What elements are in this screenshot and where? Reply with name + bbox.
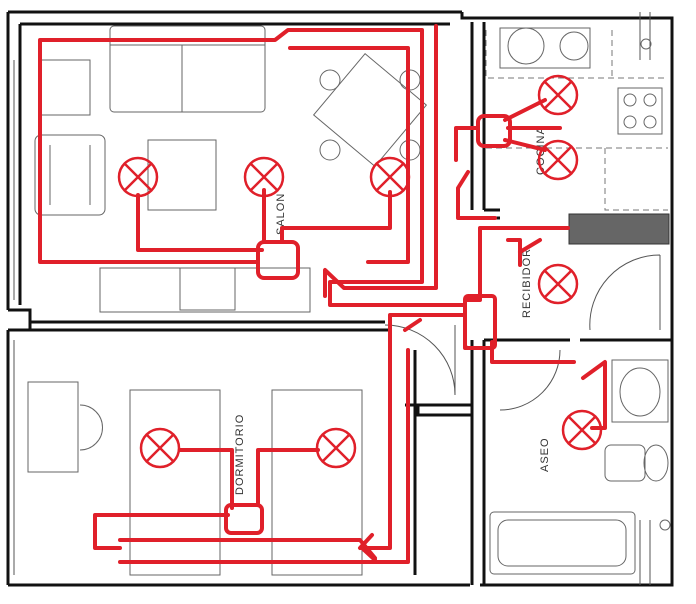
ceiling-light-icon xyxy=(561,409,603,451)
room-label-dormitorio: DORMITORIO xyxy=(234,414,246,495)
ceiling-light-icon xyxy=(243,156,285,198)
walls xyxy=(6,10,674,587)
wire-salon-right-drop xyxy=(323,24,438,298)
wire-recibidor xyxy=(463,226,576,364)
ceiling-light-icon xyxy=(369,156,411,198)
junction-box-icon xyxy=(476,114,512,148)
junction-box-icon xyxy=(256,240,300,280)
ceiling-light-icon xyxy=(139,427,181,469)
ceiling-light-icon xyxy=(537,74,579,116)
room-label-aseo: ASEO xyxy=(539,437,551,472)
wire-dormitorio xyxy=(93,448,377,560)
electrical-panel xyxy=(568,213,670,245)
room-label-salon: SALON xyxy=(275,193,287,235)
room-label-recibidor: RECIBIDOR xyxy=(521,248,533,318)
ceiling-light-icon xyxy=(315,427,357,469)
junction-box-icon xyxy=(463,294,497,350)
ceiling-light-icon xyxy=(537,263,579,305)
wire-salon-inner xyxy=(288,46,410,264)
wire-kitchen xyxy=(454,98,562,220)
ceiling-light-icon xyxy=(117,156,159,198)
wire-salon-perimeter xyxy=(38,28,467,307)
junction-boxes xyxy=(224,114,512,535)
junction-box-icon xyxy=(224,503,264,535)
wiring xyxy=(38,24,607,564)
furniture xyxy=(27,25,671,576)
wire-to-dormitorio xyxy=(118,313,467,564)
ceiling-lights xyxy=(117,74,603,469)
wire-aseo xyxy=(581,360,607,430)
ceiling-light-icon xyxy=(537,139,579,181)
